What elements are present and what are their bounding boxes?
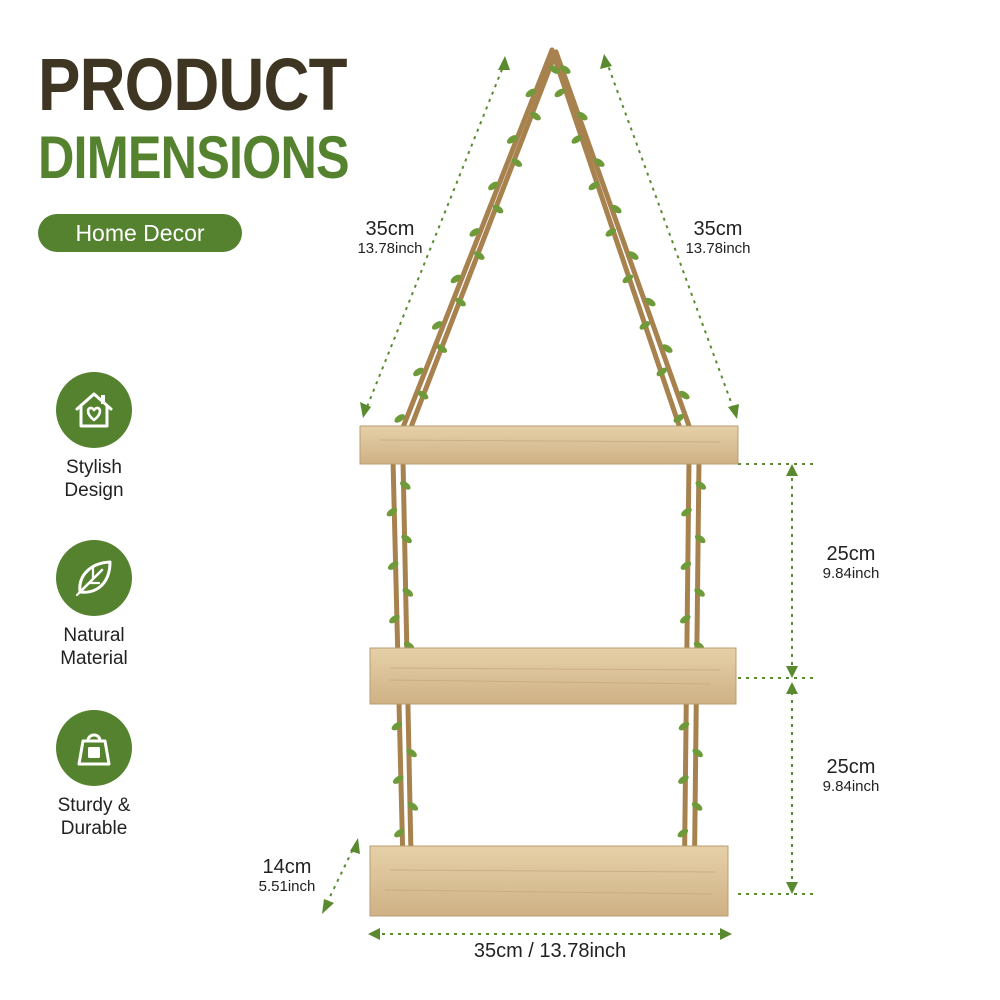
leaf (639, 321, 651, 330)
leaf (691, 802, 703, 811)
dimension-cm: 25cm (826, 756, 876, 778)
leaf (692, 748, 703, 758)
dimension-inch: 13.78inch (357, 240, 423, 257)
leaf (506, 135, 518, 144)
leaf (605, 228, 617, 237)
leaf (588, 181, 600, 191)
leaf (662, 344, 673, 353)
leaf (413, 367, 424, 377)
leaf (560, 65, 571, 74)
leaf-icon (56, 540, 132, 616)
title-line-2: DIMENSIONS (38, 124, 350, 191)
leaf (401, 534, 412, 544)
leaf (417, 390, 429, 400)
feature-natural-material: Natural Material (36, 540, 152, 670)
leaf (469, 228, 480, 237)
title-line-1: PRODUCT (38, 43, 348, 126)
leaf (394, 828, 405, 838)
leaf (679, 390, 690, 400)
leaf (611, 204, 622, 214)
leaf (549, 65, 560, 74)
leaf (386, 507, 398, 517)
leaf (577, 111, 588, 121)
leaf (436, 344, 448, 353)
leaf (680, 561, 692, 570)
left-rope-dimension-label: 35cm 13.78inch (340, 218, 440, 258)
shelf-top (359, 425, 739, 465)
leaf (389, 614, 400, 624)
leaf (678, 721, 690, 731)
dimension-cm: 35cm (693, 218, 743, 240)
leaf (525, 88, 537, 98)
leaf (677, 828, 689, 838)
dimension-inch: 9.84inch (822, 565, 880, 582)
leaf (694, 588, 705, 597)
leaf (695, 481, 707, 490)
leaf (392, 775, 404, 784)
leaf (391, 721, 403, 731)
leaf (681, 507, 692, 517)
feature-label: Sturdy & Durable (57, 795, 131, 839)
feature-sturdy-durable: Sturdy & Durable (36, 710, 152, 840)
ropes (390, 47, 702, 908)
leaf (628, 251, 639, 260)
leaf (622, 274, 634, 284)
dimension-inch: 9.84inch (822, 778, 880, 795)
shelves (359, 425, 739, 917)
dimension-inch: 13.78inch (685, 240, 751, 257)
left-rope-dimension-line (364, 61, 506, 413)
leaf (554, 88, 566, 98)
leaf (402, 588, 414, 597)
leaf (511, 158, 523, 167)
leaf (474, 251, 485, 260)
leaf (645, 297, 656, 307)
right-rope-dimension-line (605, 59, 736, 414)
leaf (488, 181, 499, 191)
home-decor-badge: Home Decor (38, 214, 242, 252)
leaf (406, 748, 417, 758)
leaf (680, 614, 691, 624)
feature-stylish-design: Stylish Design (36, 372, 152, 502)
leaf (387, 561, 399, 570)
dimension-cm: 25cm (826, 543, 876, 565)
leaf-vines (386, 65, 707, 891)
feature-label: Natural Material (60, 625, 128, 669)
leaf (450, 274, 462, 284)
dimension-cm: 35cm (365, 218, 415, 240)
right-rope-dimension-label: 35cm 13.78inch (666, 218, 770, 258)
feature-label: Stylish Design (64, 457, 124, 501)
house-heart-icon (56, 372, 132, 448)
dimension-inch: 13.78inch (539, 940, 627, 962)
leaf (656, 367, 668, 377)
depth-dimension-label: 14cm 5.51inch (244, 856, 330, 896)
leaf (678, 775, 689, 784)
leaf (673, 414, 685, 423)
leaf (407, 802, 419, 811)
dimension-inch: 5.51inch (258, 878, 316, 895)
leaf (594, 158, 605, 167)
leaf (455, 297, 466, 307)
dimension-cm: 14cm (262, 856, 312, 878)
dimension-cm: 35cm (473, 940, 523, 962)
leaf (571, 135, 583, 144)
shelf-bottom (369, 845, 729, 917)
leaf (694, 534, 706, 544)
dimension-lines (323, 59, 818, 935)
leaf (394, 414, 405, 423)
width-dimension-label: 35cm / 13.78inch (372, 940, 728, 963)
weight-icon (56, 710, 132, 786)
leaf (431, 321, 443, 330)
dimension-separator: / (522, 940, 540, 962)
leaf (400, 481, 411, 490)
leaf (530, 111, 541, 121)
shelf-gap-bottom-dimension-label: 25cm 9.84inch (806, 756, 896, 796)
shelf-middle (369, 647, 737, 705)
shelf-gap-top-dimension-label: 25cm 9.84inch (806, 543, 896, 583)
leaf (492, 204, 504, 214)
